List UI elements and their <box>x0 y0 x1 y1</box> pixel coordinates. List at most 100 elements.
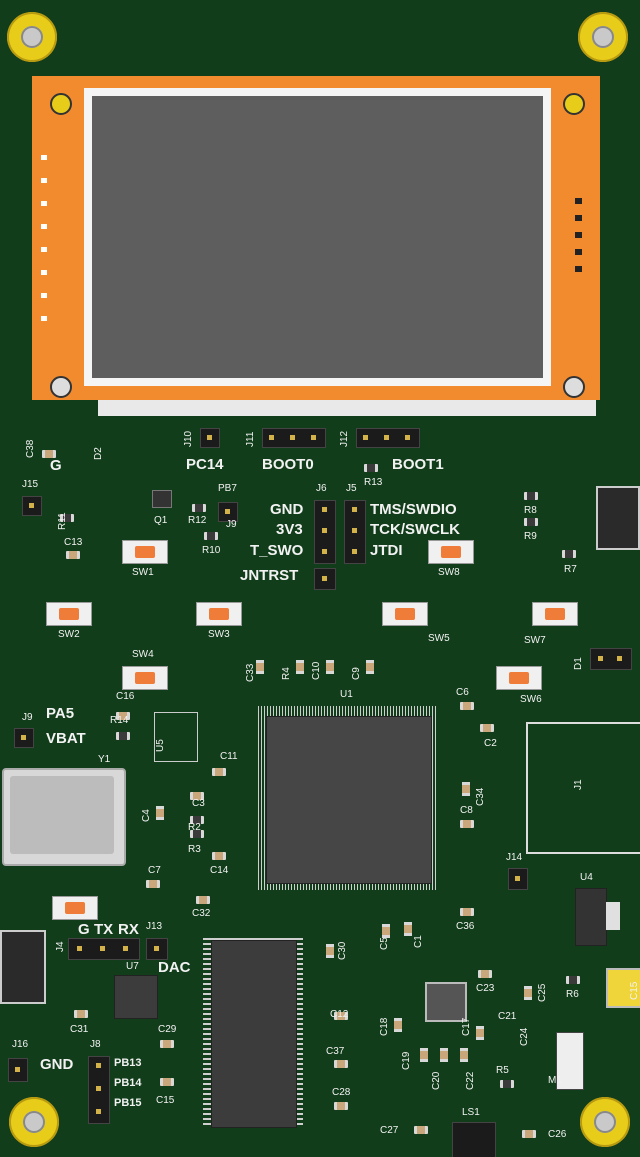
header-d1[interactable] <box>590 648 632 670</box>
header-j16[interactable] <box>8 1058 28 1082</box>
ref-q1: Q1 <box>154 515 168 526</box>
capacitor <box>478 970 492 978</box>
capacitor <box>326 660 334 674</box>
ref-c4: C4 <box>141 809 152 822</box>
header-j5[interactable] <box>344 500 366 564</box>
capacitor <box>420 1048 428 1062</box>
capacitor <box>440 1048 448 1062</box>
resistor <box>60 514 74 522</box>
button-sw2[interactable] <box>46 602 92 626</box>
header-j12[interactable] <box>356 428 420 448</box>
header-j8[interactable] <box>88 1056 110 1124</box>
ref-r5: R5 <box>496 1065 509 1076</box>
ref-j12: J12 <box>339 430 350 447</box>
button-sw4[interactable] <box>122 666 168 690</box>
label-rx: RX <box>118 921 139 938</box>
ref-r2: R2 <box>188 822 201 833</box>
label-gnd-top: GND <box>270 501 304 518</box>
ref-r8: R8 <box>524 505 537 516</box>
ref-u4: U4 <box>580 872 593 883</box>
ref-c16: C16 <box>116 691 135 702</box>
ref-sw7: SW7 <box>524 635 546 646</box>
resistor <box>190 830 204 838</box>
ref-c12: C12 <box>330 1009 349 1020</box>
capacitor <box>190 792 204 800</box>
capacitor <box>524 986 532 1000</box>
capacitor <box>460 908 474 916</box>
capacitor <box>74 1010 88 1018</box>
capacitor <box>160 1040 174 1048</box>
header-j13[interactable] <box>146 938 168 960</box>
label-dac: DAC <box>158 959 191 976</box>
sd-card-slot-j1 <box>526 722 640 854</box>
button-sw3[interactable] <box>196 602 242 626</box>
header-j6[interactable] <box>314 500 336 564</box>
chip-qfn <box>425 982 467 1022</box>
capacitor <box>334 1060 348 1068</box>
ref-c38: C38 <box>25 439 36 458</box>
button-reset[interactable] <box>52 896 98 920</box>
resistor <box>116 732 130 740</box>
label-jtdi: JTDI <box>370 542 403 559</box>
resistor <box>204 532 218 540</box>
capacitor <box>382 924 390 938</box>
label-jntrst: JNTRST <box>240 567 299 584</box>
capacitor <box>476 1026 484 1040</box>
header-j10[interactable] <box>200 428 220 448</box>
ref-j14: J14 <box>506 852 523 863</box>
capacitor <box>326 944 334 958</box>
resistor <box>364 464 378 472</box>
header-j14[interactable] <box>508 868 528 890</box>
capacitor <box>522 1130 536 1138</box>
display-pcb-outline <box>98 398 596 416</box>
label-boot0: BOOT0 <box>262 456 314 473</box>
button-sw1[interactable] <box>122 540 168 564</box>
capacitor <box>156 806 164 820</box>
header-j9-top[interactable] <box>218 502 238 522</box>
ref-j1: J1 <box>573 779 584 790</box>
ref-c17: C17 <box>461 1017 472 1036</box>
label-tx: TX <box>94 921 114 938</box>
ref-c21: C21 <box>498 1011 517 1022</box>
ref-u7: U7 <box>126 961 139 972</box>
label-g: G <box>78 921 90 938</box>
button-sw5[interactable] <box>382 602 428 626</box>
label-tms-swdio: TMS/SWDIO <box>370 501 457 518</box>
ref-c10: C10 <box>311 661 322 680</box>
capacitor <box>460 702 474 710</box>
header-j11[interactable] <box>262 428 326 448</box>
header-jntrst[interactable] <box>314 568 336 590</box>
label-t-swo: T_SWO <box>250 542 304 559</box>
label-pa5: PA5 <box>46 705 75 722</box>
ref-c20: C20 <box>431 1071 442 1090</box>
capacitor <box>480 724 494 732</box>
capacitor <box>196 896 210 904</box>
ref-j6: J6 <box>316 483 327 494</box>
ref-ls1: LS1 <box>462 1107 480 1118</box>
ref-c29: C29 <box>158 1024 177 1035</box>
resistor <box>566 976 580 984</box>
mounting-hole-bottom-right <box>580 1097 630 1147</box>
capacitor <box>460 820 474 828</box>
button-sw6[interactable] <box>496 666 542 690</box>
mounting-hole-bottom-left <box>9 1097 59 1147</box>
mounting-hole-top-right <box>578 12 628 62</box>
capacitor <box>334 1012 348 1020</box>
ref-r13: R13 <box>364 477 383 488</box>
ref-r12: R12 <box>188 515 207 526</box>
ref-c9: C9 <box>351 667 362 680</box>
capacitor <box>212 768 226 776</box>
ref-c5: C5 <box>379 937 390 950</box>
ref-c15-right: C15 <box>629 981 640 1000</box>
ref-j10: J10 <box>183 430 194 447</box>
header-j4[interactable] <box>68 938 140 960</box>
ref-c27: C27 <box>380 1125 399 1136</box>
header-j9[interactable] <box>14 728 34 748</box>
ref-c34: C34 <box>475 787 486 806</box>
resistor <box>192 504 206 512</box>
ref-c18: C18 <box>379 1017 390 1036</box>
ref-j5: J5 <box>346 483 357 494</box>
button-sw7[interactable] <box>532 602 578 626</box>
button-sw8[interactable] <box>428 540 474 564</box>
header-j15[interactable] <box>22 496 42 516</box>
